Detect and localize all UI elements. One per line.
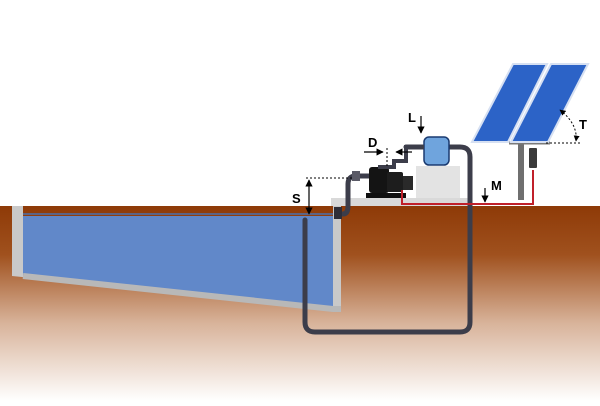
pipe-coupling [352, 171, 360, 181]
tilt-angle-arc [559, 109, 580, 142]
solar-panel [470, 63, 590, 143]
label-m: M [491, 178, 502, 193]
suction-fitting [334, 207, 342, 219]
pool-floor [22, 273, 341, 312]
pool-water [23, 216, 333, 309]
panel-pole [518, 142, 524, 200]
cable-box [529, 148, 537, 168]
controller-tank [423, 136, 450, 166]
label-s: S [292, 191, 301, 206]
equipment-base [416, 166, 460, 198]
label-d: D [368, 135, 377, 150]
label-t: T [579, 117, 587, 132]
return-pipe [302, 144, 473, 335]
power-cable [401, 170, 534, 205]
label-l: L [408, 110, 416, 125]
pool-pump [366, 159, 413, 198]
